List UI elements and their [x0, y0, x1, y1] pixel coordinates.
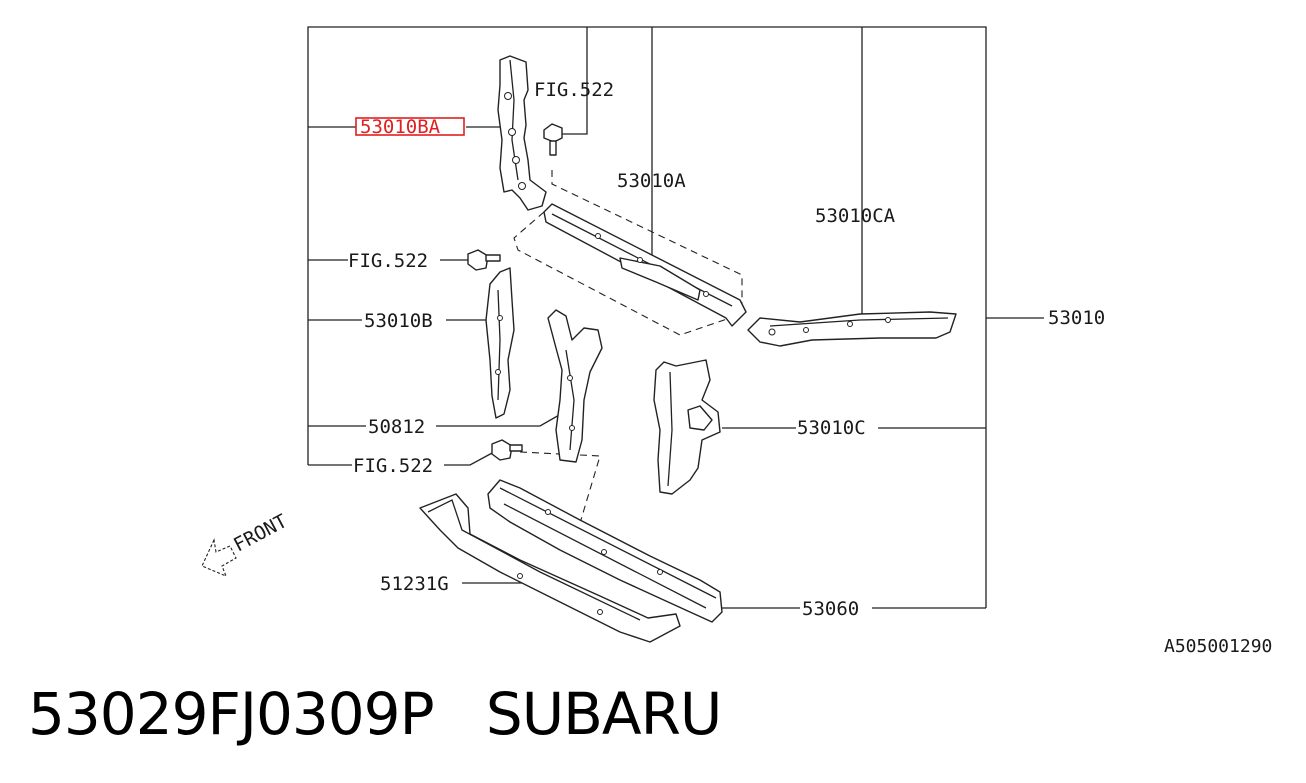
part-label-53060[interactable]: 53060	[802, 598, 859, 620]
part-label-53010[interactable]: 53010	[1048, 307, 1105, 329]
part-50812-shape[interactable]	[547, 309, 603, 463]
part-53010ca-shape[interactable]	[747, 311, 957, 347]
part-53010ba-shape[interactable]	[497, 55, 547, 211]
brand-name: SUBARU	[485, 680, 722, 748]
front-label: FRONT	[230, 510, 291, 556]
bolt-icon	[543, 123, 563, 156]
part-label-53010b[interactable]: 53010B	[364, 310, 433, 332]
part-label-51231g[interactable]: 51231G	[380, 573, 449, 595]
bolt-icon	[491, 439, 523, 461]
highlight-box	[355, 117, 465, 136]
part-53010a-shape[interactable]	[543, 203, 747, 327]
part-label-53010ca[interactable]: 53010CA	[815, 205, 896, 227]
part-51231g-shape[interactable]	[419, 493, 681, 643]
diagram-id-label: A505001290	[1164, 636, 1272, 657]
part-53010b-shape[interactable]	[485, 267, 515, 419]
fig-ref-label[interactable]: FIG.522	[534, 79, 614, 101]
dashed-assembly-lines	[513, 170, 743, 557]
fig-ref-label[interactable]: FIG.522	[348, 250, 428, 272]
fig-ref-label[interactable]: FIG.522	[353, 455, 433, 477]
part-53010c-shape[interactable]	[653, 359, 721, 495]
part-caption: 53029FJ0309P SUBARU	[28, 680, 722, 748]
front-arrow-icon: FRONT	[201, 510, 291, 578]
part-label-50812[interactable]: 50812	[368, 416, 425, 438]
part-label-53010a[interactable]: 53010A	[617, 170, 686, 192]
part-label-53010c[interactable]: 53010C	[797, 417, 866, 439]
part-53060-shape[interactable]	[487, 479, 723, 623]
bolt-icon	[467, 249, 501, 271]
leader-lines	[307, 26, 1044, 609]
part-number: 53029FJ0309P	[28, 680, 435, 748]
part-label-53010ba[interactable]: 53010BA	[360, 116, 441, 138]
